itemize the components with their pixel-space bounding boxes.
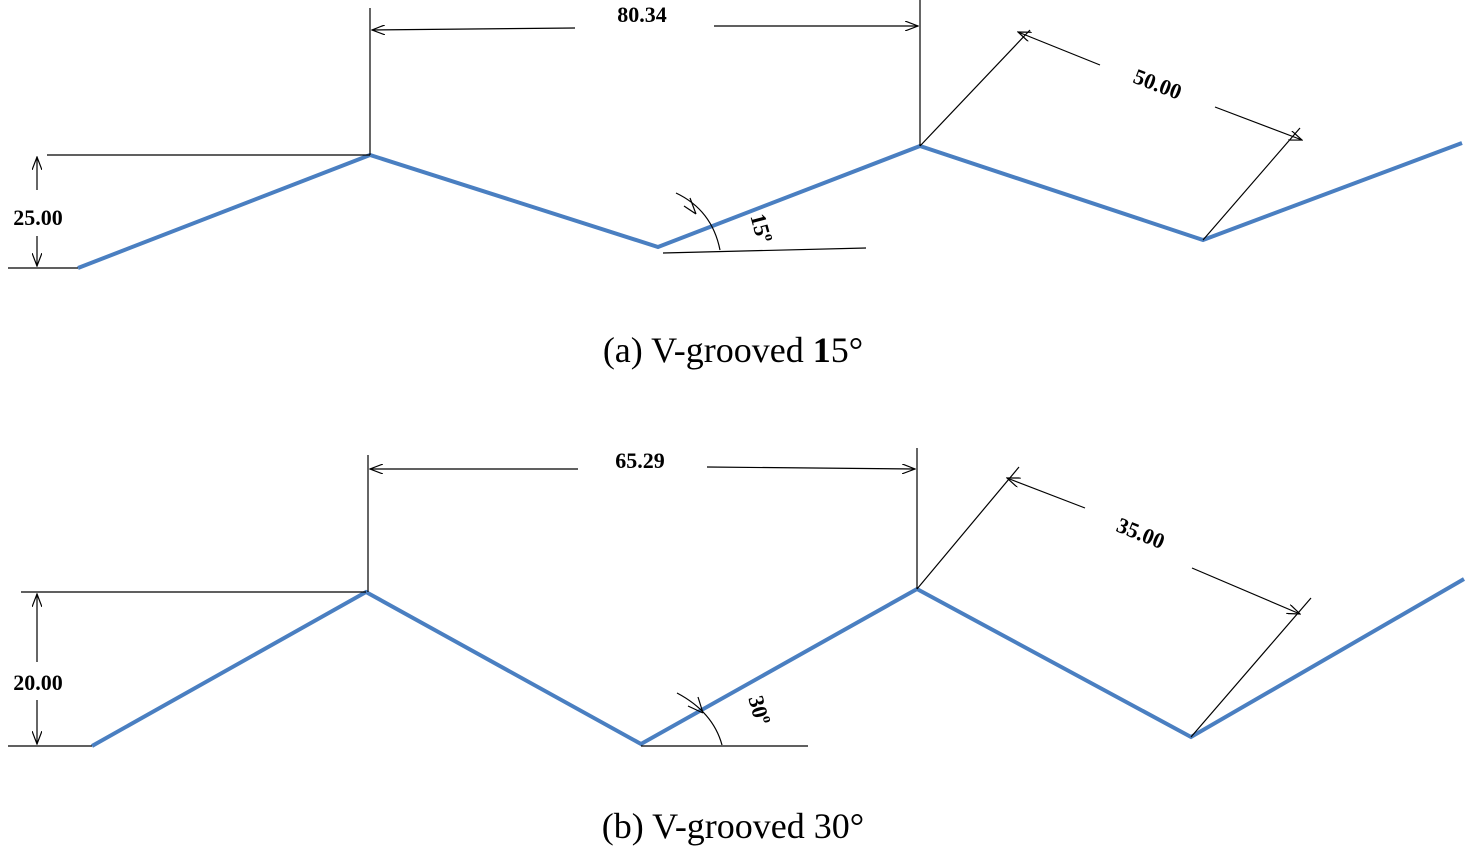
diagram-b: 65.29 20.00 35.00 30o (b)	[8, 448, 1466, 846]
caption-b: (b) V-grooved 30°	[602, 806, 864, 846]
groove-profile-b	[91, 577, 1466, 748]
angle-annotation-b: 30o	[641, 692, 808, 747]
angle-annotation-a: 15o	[662, 192, 867, 254]
width-dimension-b: 65.29	[367, 448, 918, 592]
slant-label-a: 50.00	[1130, 63, 1185, 104]
diagram-a: 80.34 25.00 50.00 15o (a)	[8, 0, 1463, 370]
height-dimension-a: 25.00	[8, 154, 370, 269]
svg-text:30o: 30o	[743, 693, 775, 727]
height-label-a: 25.00	[13, 205, 63, 230]
caption-a: (a) V-grooved 15°	[603, 330, 863, 370]
width-label-a: 80.34	[617, 2, 667, 27]
width-label-b: 65.29	[615, 448, 665, 473]
width-dimension-a: 80.34	[369, 0, 921, 155]
height-label-b: 20.00	[13, 670, 63, 695]
groove-profile-a	[77, 141, 1463, 270]
slant-label-b: 35.00	[1113, 512, 1168, 554]
svg-text:15o: 15o	[745, 211, 777, 245]
height-dimension-b: 20.00	[8, 591, 366, 747]
